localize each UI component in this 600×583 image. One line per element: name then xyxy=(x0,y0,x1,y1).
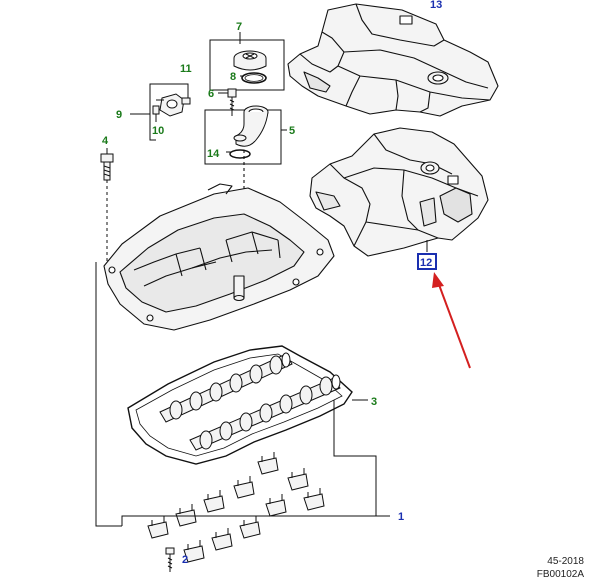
callout-7: 7 xyxy=(236,21,242,33)
callout-6: 6 xyxy=(208,88,214,100)
bearing-caps xyxy=(147,452,325,563)
callout-11: 11 xyxy=(180,63,192,75)
callout-14: 14 xyxy=(207,148,220,160)
indicator-arrow xyxy=(432,272,471,369)
breather-valve-group xyxy=(130,83,191,141)
stud-bolt-4 xyxy=(100,148,114,262)
callout-5: 5 xyxy=(289,125,295,137)
callout-12: 12 xyxy=(420,257,432,269)
callout-13: 13 xyxy=(430,0,442,11)
callout-9: 9 xyxy=(116,109,122,121)
gasket xyxy=(127,345,368,465)
breather-valve xyxy=(159,93,191,117)
oil-cap-seal xyxy=(241,72,267,84)
camshafts xyxy=(159,352,341,451)
callout-1: 1 xyxy=(398,511,404,523)
footer-code: FB00102A xyxy=(536,569,584,580)
oil-filler-neck xyxy=(233,105,269,147)
oil-filler-seal xyxy=(229,149,251,159)
callout-4: 4 xyxy=(102,135,109,147)
callout-2: 2 xyxy=(182,554,188,566)
callout-brackets xyxy=(95,262,390,527)
bolt-6 xyxy=(218,88,237,116)
footer-date: 45-2018 xyxy=(547,556,584,567)
callout-8: 8 xyxy=(230,71,236,83)
callout-10: 10 xyxy=(152,125,164,137)
engine-cover-upper xyxy=(287,3,499,117)
callout-12-highlight: 12 xyxy=(417,253,437,270)
callout-3: 3 xyxy=(371,396,377,408)
oil-filler-cap xyxy=(233,50,267,71)
camshaft-cover xyxy=(103,150,335,331)
bolt-2 xyxy=(165,547,175,572)
oil-filler-cap-group xyxy=(209,32,285,91)
oil-filler-neck-group xyxy=(204,105,287,165)
engine-cover-lower xyxy=(309,127,489,257)
